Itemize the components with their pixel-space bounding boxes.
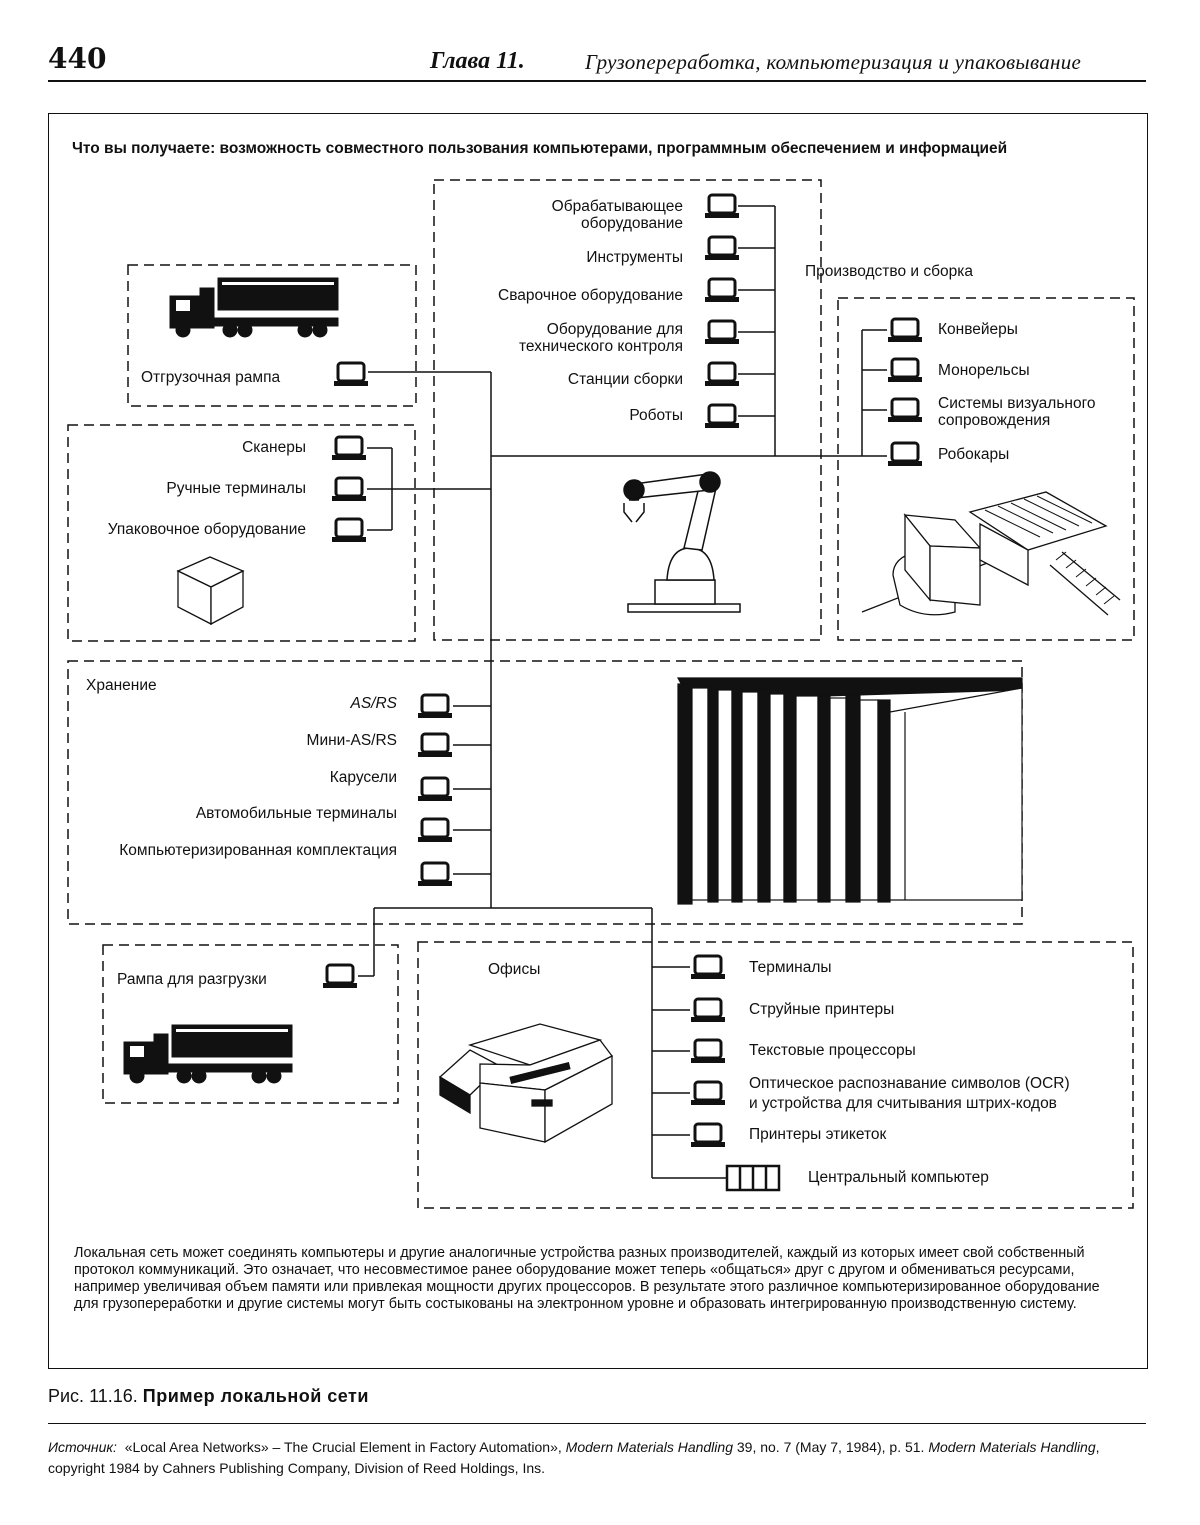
office-item-word-processors: Текстовые процессоры [749,1042,916,1059]
diagram-headline: Что вы получаете: возможность совместног… [72,140,1008,157]
storage-item-picking: Компьютеризированная комплектация [119,842,397,859]
packaging-item-scanners: Сканеры [242,439,306,456]
storage-label: Хранение [86,677,157,694]
terminal-icon [330,435,368,462]
terminal-icon [416,776,454,803]
robot-arm-icon [623,471,741,613]
terminal-icon [703,277,741,304]
storage-item-vehicle-terminals: Автомобильные терминалы [195,805,397,822]
offices-label: Офисы [488,961,541,978]
terminal-icon [689,1038,727,1065]
terminal-icon [703,403,741,430]
caption-prefix: Рис. 11.16. [48,1386,138,1406]
caption-rule [48,1423,1146,1424]
receiving-dock-label: Рампа для разгрузки [117,971,267,988]
terminal-icon [886,397,924,424]
conveyor-item-agv: Робокары [938,446,1010,463]
production-item-line: технического контроля [518,338,683,355]
production-item-line: Обрабатывающее [551,198,683,215]
page-number: 440 [48,42,107,75]
production-label: Производство и сборка [805,263,973,280]
source-text: , copyright 1984 by Cahners Publishing C… [48,1439,1100,1476]
terminal-icon [886,317,924,344]
terminal-icon [416,817,454,844]
packaging-group-box [67,424,416,642]
source-note: Источник: «Local Area Networks» – The Cr… [48,1437,1138,1479]
terminal-icon [321,963,359,990]
package-box-icon [176,556,245,626]
shipping-dock-label: Отгрузочная рампа [141,369,281,386]
terminal-icon [689,1122,727,1149]
terminal-icon [332,361,370,388]
diagram-description: Локальная сеть может соединять компьютер… [74,1245,1100,1312]
production-group-box [433,179,822,641]
packaging-item-equipment: Упаковочное оборудование [107,521,306,538]
office-item-terminals: Терминалы [749,959,832,976]
source-journal: Modern Materials Handling [565,1439,733,1455]
office-item-ocr: Оптическое распознавание символов (OCR) … [749,1074,1070,1114]
source-journal: Modern Materials Handling [928,1439,1096,1455]
office-item-label-printers: Принтеры этикеток [749,1126,887,1143]
packaging-item-handhelds: Ручные терминалы [166,480,306,497]
truck-icon [169,277,339,338]
conveyor-item-line: сопровождения [938,412,1051,429]
office-item-line: и устройства для считывания штрих-кодов [749,1095,1057,1112]
terminal-icon [689,1080,727,1107]
storage-item-mini-asrs: Мини-AS/RS [306,732,397,749]
conveyor-icon [861,491,1121,616]
terminal-icon [703,235,741,262]
terminal-icon [703,319,741,346]
production-item-assembly-stations: Станции сборки [567,371,683,388]
mainframe-label: Центральный компьютер [808,1169,989,1186]
header-rule [48,80,1146,82]
terminal-icon [416,693,454,720]
terminal-icon [330,476,368,503]
figure-frame [48,113,1148,1369]
printer-icon [438,1023,613,1144]
production-item-machining: Обрабатывающее оборудование [552,198,683,232]
chapter-label: Глава 11. [430,48,525,74]
terminal-icon [703,361,741,388]
terminal-icon [416,861,454,888]
source-label: Источник: [48,1439,117,1455]
office-item-inkjet: Струйные принтеры [749,1001,895,1018]
mainframe-icon [725,1164,781,1192]
truck-icon [123,1024,293,1084]
terminal-icon [703,193,741,220]
source-text: «Local Area Networks» – The Crucial Elem… [124,1439,566,1455]
storage-item-asrs: AS/RS [350,695,397,712]
conveyor-item-conveyors: Конвейеры [938,321,1018,338]
figure-caption: Рис. 11.16. Пример локальной сети [48,1386,369,1407]
terminal-icon [886,441,924,468]
production-item-robots: Роботы [629,407,683,424]
offices-group-box [417,941,1134,1209]
terminal-icon [416,732,454,759]
shipping-group-box [127,264,417,407]
terminal-icon [886,357,924,384]
caption-title: Пример локальной сети [142,1386,369,1406]
production-item-line: Оборудование для [546,321,683,338]
terminal-icon [689,954,727,981]
running-title: Грузопереработка, компьютеризация и упак… [585,50,1082,74]
terminal-icon [330,517,368,544]
office-item-line: Оптическое распознавание символов (OCR) [749,1075,1070,1092]
production-item-inspection: Оборудование для технического контроля [519,321,683,355]
production-item-line: оборудование [581,215,683,232]
storage-racks-icon [676,677,1023,905]
terminal-icon [689,997,727,1024]
conveyor-item-monorails: Монорельсы [938,362,1030,379]
conveyor-item-vision: Системы визуального сопровождения [938,395,1096,429]
conveyor-item-line: Системы визуального [938,395,1096,412]
receiving-group-box [102,944,399,1104]
conveyor-group-box [837,297,1135,641]
production-item-tools: Инструменты [586,249,683,266]
storage-item-carousels: Карусели [329,769,397,786]
production-item-welding: Сварочное оборудование [498,287,683,304]
source-text: 39, no. 7 (May 7, 1984), p. 51. [732,1439,929,1455]
